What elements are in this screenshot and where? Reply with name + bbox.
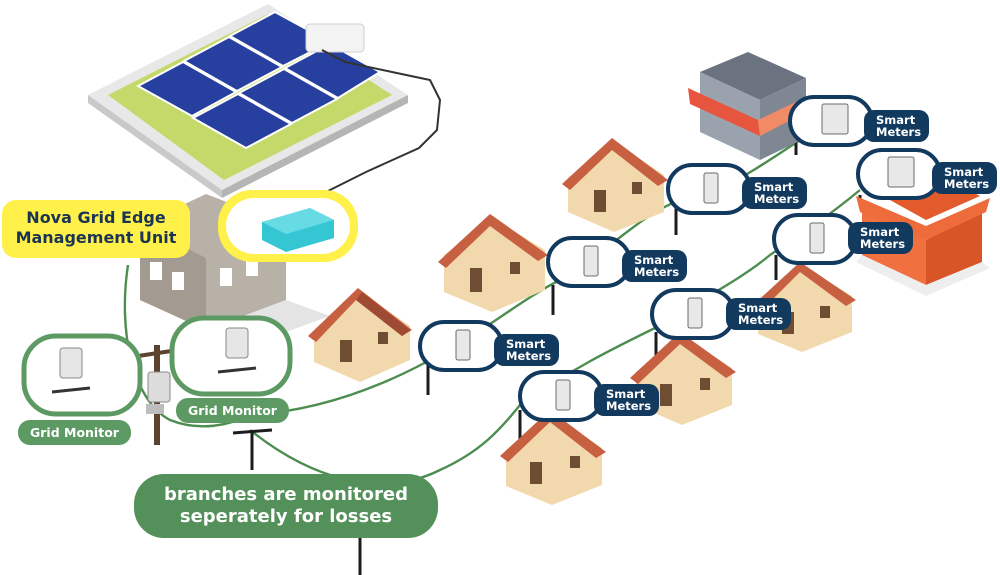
nova-unit-label: Nova Grid Edge Management Unit [2, 200, 190, 258]
grid-monitor-label-right: Grid Monitor [176, 398, 289, 423]
house-4 [500, 410, 606, 505]
nova-device-bubble [218, 190, 358, 262]
meter-glyphs [455, 103, 915, 411]
nova-label-line1: Nova Grid Edge [26, 208, 166, 227]
shop-top [688, 52, 810, 160]
nova-label-line2: Management Unit [15, 228, 177, 247]
grid-monitor-bubble-left [21, 333, 143, 417]
house-1 [308, 288, 412, 382]
transformer-pole [137, 345, 179, 445]
poles [232, 130, 862, 575]
house-2 [438, 214, 548, 312]
grid-monitor-bubble-right [169, 315, 293, 397]
solar-rooftop [88, 4, 442, 223]
house-5 [630, 332, 736, 425]
losses-callout: branches are monitored seperately for lo… [134, 474, 438, 538]
house-3 [562, 138, 668, 232]
losses-line1: branches are monitored [164, 484, 408, 505]
houses [308, 138, 856, 505]
losses-line2: seperately for losses [179, 506, 393, 527]
grid-monitor-label-left: Grid Monitor [18, 420, 131, 445]
